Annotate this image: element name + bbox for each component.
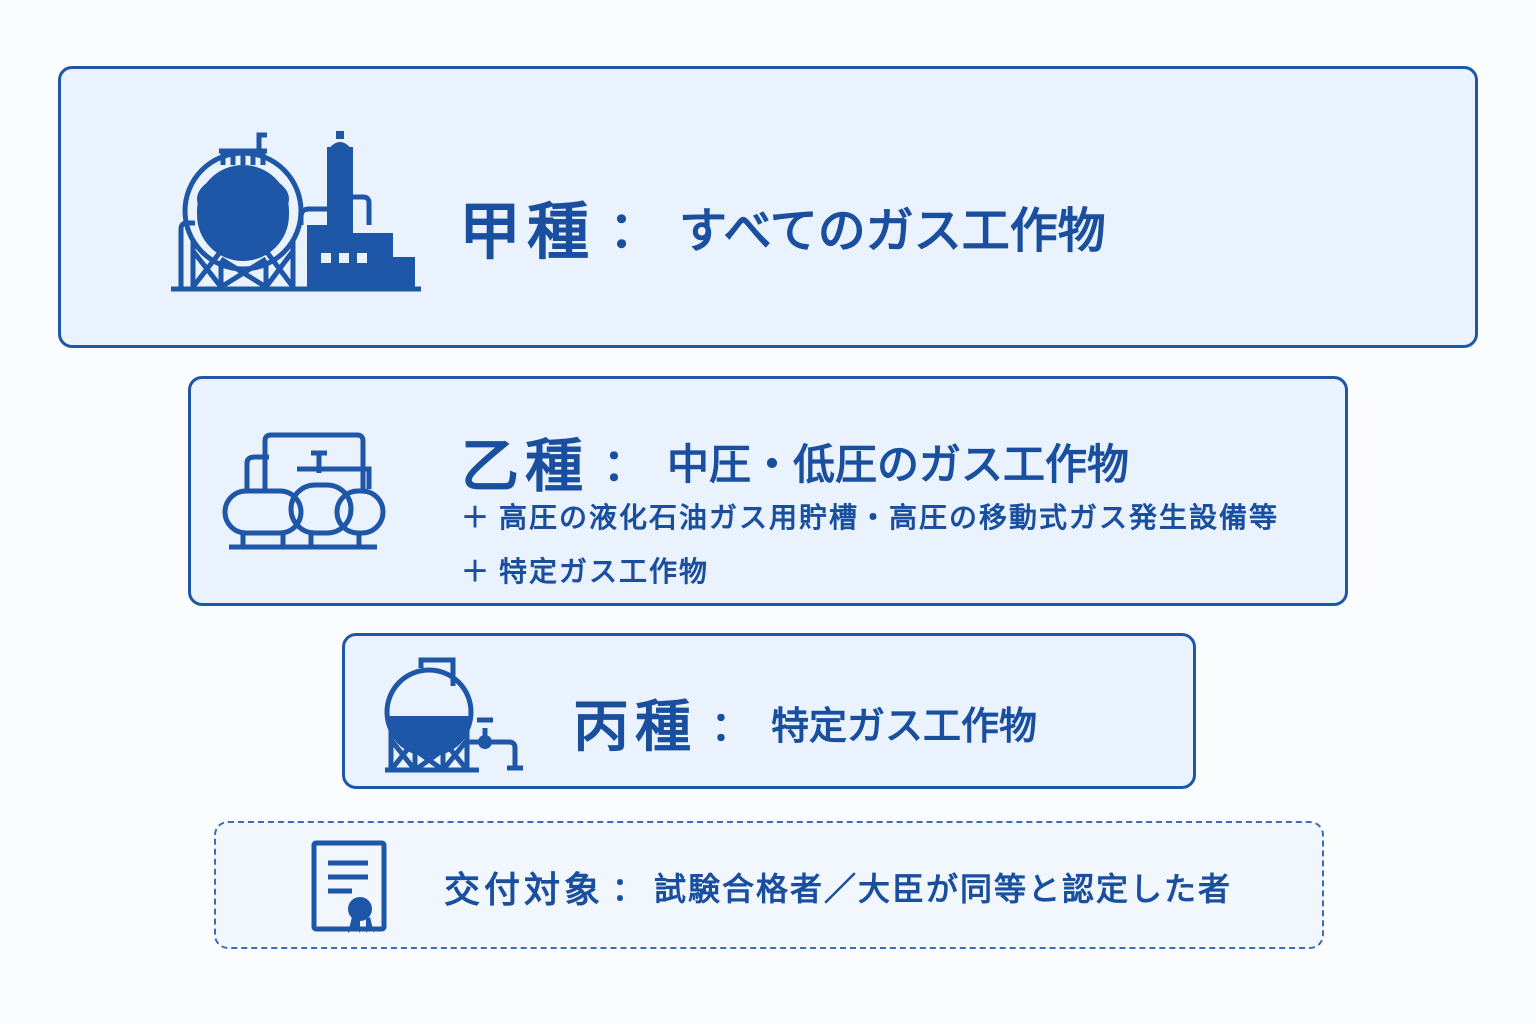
card-kou-title: 甲種 ： すべてのガス工作物 — [459, 181, 1106, 271]
addition-text: 高圧の液化石油ガス用貯槽・高圧の移動式ガス発生設備等 — [499, 501, 1280, 534]
addition-line-2: ＋特定ガス工作物 — [461, 550, 709, 590]
issuance-label: 交付対象 — [444, 870, 605, 911]
horizontal-tanks-piping-icon — [219, 429, 389, 554]
grade-label: 甲種 — [459, 195, 596, 268]
issuance-box: 交付対象 ： 試験合格者／大臣が同等と認定した者 — [214, 821, 1324, 949]
addition-text: 特定ガス工作物 — [499, 555, 710, 588]
colon-separator: ： — [603, 440, 648, 491]
issuance-title: 交付対象 ： 試験合格者／大臣が同等と認定した者 — [444, 861, 1232, 913]
grade-label: 乙種 — [461, 432, 590, 500]
issuance-target: 試験合格者／大臣が同等と認定した者 — [654, 870, 1233, 908]
card-kou: 甲種 ： すべてのガス工作物 — [58, 66, 1478, 348]
card-hei: 丙種 ： 特定ガス工作物 — [342, 633, 1196, 789]
card-hei-title: 丙種 ： 特定ガス工作物 — [573, 682, 1037, 763]
small-sphere-tank-valve-icon — [381, 656, 531, 776]
card-otsu: 乙種 ： 中圧・低圧のガス工作物 ＋高圧の液化石油ガス用貯槽・高圧の移動式ガス発… — [188, 376, 1348, 606]
scope-text: 特定ガス工作物 — [771, 704, 1038, 748]
grade-label: 丙種 — [573, 695, 697, 760]
colon-separator: ： — [711, 703, 751, 750]
colon-separator: ： — [612, 870, 645, 908]
scope-text: 中圧・低圧のガス工作物 — [667, 439, 1130, 489]
card-otsu-title: 乙種 ： 中圧・低圧のガス工作物 — [461, 419, 1129, 503]
plus-icon: ＋ — [461, 555, 492, 588]
certificate-icon — [308, 839, 388, 935]
colon-separator: ： — [609, 201, 660, 259]
scope-text: すべてのガス工作物 — [679, 203, 1106, 259]
spherical-gas-tank-plant-icon — [171, 129, 421, 294]
addition-line-1: ＋高圧の液化石油ガス用貯槽・高圧の移動式ガス発生設備等 — [461, 496, 1279, 536]
plus-icon: ＋ — [461, 501, 492, 534]
